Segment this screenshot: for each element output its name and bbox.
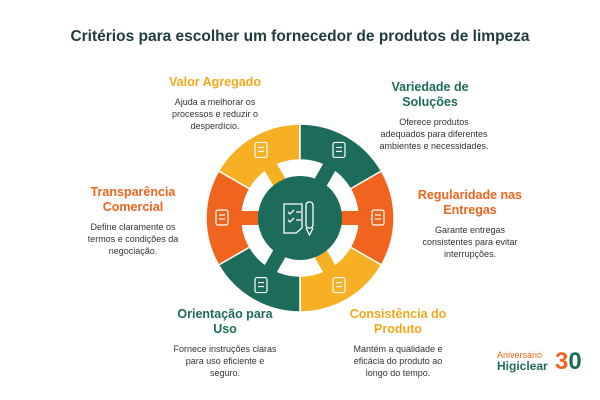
logo-number: 30 <box>555 348 582 375</box>
higiclear-logo: Aniversário Higiclear 30 <box>497 348 582 375</box>
wheel-connector <box>313 162 337 187</box>
truck-icon <box>371 209 385 226</box>
manual-book-icon <box>254 276 268 294</box>
checklist-pen-icon <box>283 201 314 237</box>
wheel-connector <box>263 249 287 274</box>
lightbulb-icon <box>254 141 268 159</box>
logo-line2: Higiclear <box>497 359 548 373</box>
detergent-bottle-icon <box>332 276 346 294</box>
logo-line1: Aniversário <box>497 350 543 360</box>
wheel-connector <box>263 162 287 187</box>
spray-bottle-icon <box>332 141 346 159</box>
page-title: Critérios para escolher um fornecedor de… <box>70 28 530 45</box>
contract-icon <box>215 209 229 226</box>
criterion-title: Valor Agregado <box>169 75 261 89</box>
center-circle <box>258 176 342 260</box>
wheel-connector <box>313 249 337 274</box>
